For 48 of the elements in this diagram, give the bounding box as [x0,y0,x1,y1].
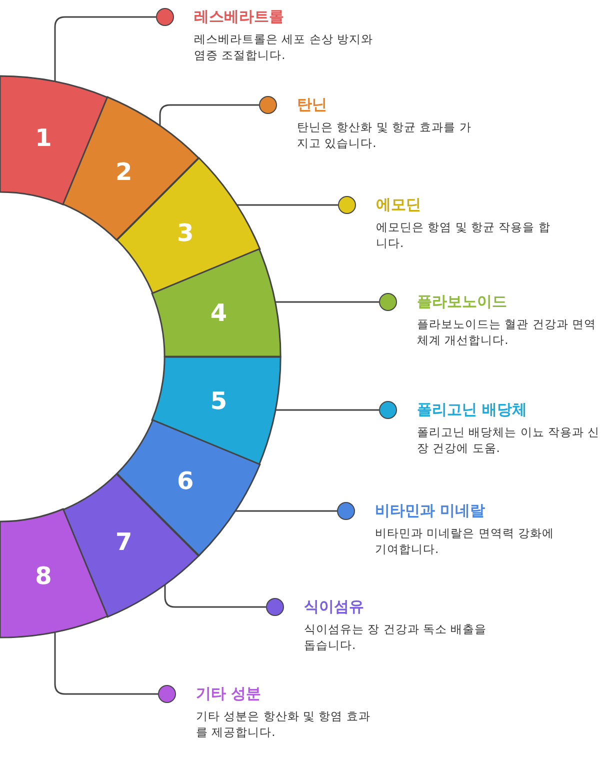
segment-number: 3 [177,219,194,248]
ring-segment [0,75,109,206]
segment-number: 4 [210,299,228,328]
dot-marker [337,502,355,520]
dot-marker [156,8,174,26]
ring-segment [0,508,109,639]
segment-number: 6 [177,466,194,495]
item-description: 에모딘은 항염 및 항균 작용을 합니다. [376,219,552,251]
leader-line [54,632,158,695]
item-title: 플라보노이드 [417,292,507,312]
leader-line [54,16,156,82]
leader-line [159,104,259,126]
item-title: 탄닌 [297,96,327,114]
segment-number: 8 [35,562,52,590]
leader-line [276,409,379,411]
item-description: 비타민과 미네랄은 면역력 강화에 기여합니다. [375,525,555,557]
leader-line [236,204,338,206]
dot-marker [338,196,356,214]
leader-line [276,301,379,303]
item-description: 폴리고닌 배당체는 이뇨 작용과 신장 건강에 도움. [417,424,601,456]
ring-segment [62,96,200,242]
leader-line [164,584,266,608]
item-title: 레스베라트롤 [194,8,284,26]
item-title: 비타민과 미네랄 [375,502,486,520]
leader-line [235,510,337,512]
item-description: 기타 성분은 항산화 및 항염 효과를 제공합니다. [196,708,372,740]
item-title: 기타 성분 [196,684,262,704]
ring-segment [62,472,200,618]
ring-segment [151,356,282,466]
item-title: 에모딘 [376,196,421,214]
ring-segment [116,157,261,295]
item-title: 식이섬유 [304,598,364,616]
ring-segment [151,248,282,358]
dot-marker [266,598,284,616]
segment-number: 1 [35,124,52,152]
dot-marker [379,293,397,311]
item-title: 폴리고닌 배당체 [417,400,528,420]
ring-segment [116,419,261,557]
dot-marker [379,401,397,419]
segment-number: 2 [116,158,132,186]
item-description: 식이섬유는 장 건강과 독소 배출을 돕습니다. [304,621,488,653]
dot-marker [259,96,277,114]
segment-number: 7 [116,528,132,556]
item-description: 탄닌은 항산화 및 항균 효과를 가지고 있습니다. [297,119,472,151]
segment-number: 5 [210,386,228,414]
item-description: 플라보노이드는 혈관 건강과 면역 체계 개선합니다. [417,316,597,348]
dot-marker [158,685,176,703]
item-description: 레스베라트롤은 세포 손상 방지와 염증 조절합니다. [194,31,374,63]
